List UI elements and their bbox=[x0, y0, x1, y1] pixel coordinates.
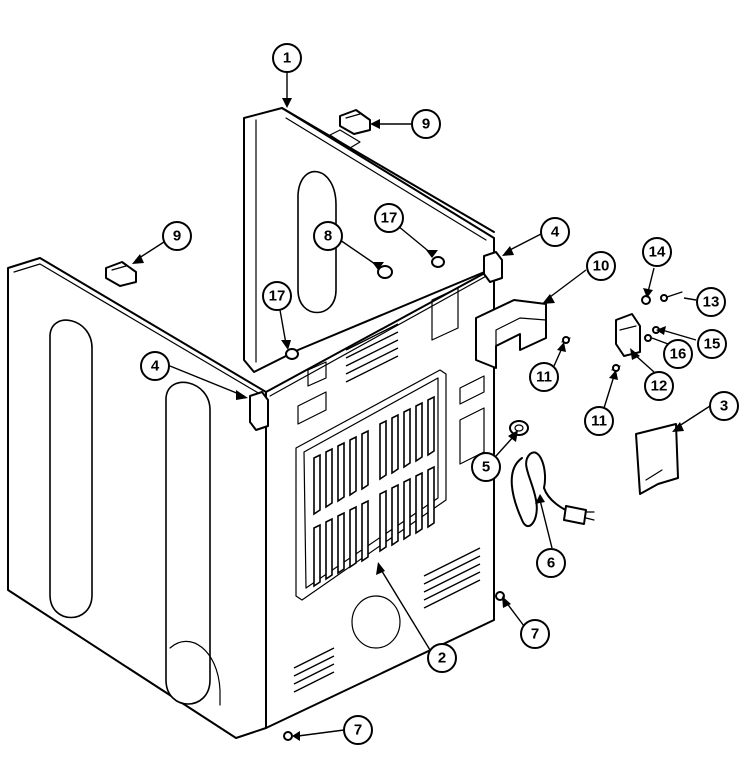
washer-16 bbox=[644, 334, 652, 342]
callout-4-right: 4 bbox=[540, 217, 570, 247]
callout-10: 10 bbox=[586, 251, 616, 281]
callout-13: 13 bbox=[696, 287, 726, 317]
callout-9-left: 9 bbox=[162, 221, 192, 251]
callout-label: 7 bbox=[531, 626, 539, 643]
lower-right-vent-group bbox=[423, 547, 481, 609]
hinge-bracket-top-9 bbox=[339, 109, 371, 135]
power-cord-6 bbox=[510, 451, 595, 528]
clip-17-lower bbox=[285, 348, 299, 360]
leader-lines bbox=[132, 72, 711, 741]
nut-14 bbox=[641, 295, 651, 305]
callout-2: 2 bbox=[427, 643, 457, 673]
corner-bracket-left-4 bbox=[249, 391, 269, 431]
terminal-block-12 bbox=[615, 313, 641, 357]
callout-label: 12 bbox=[651, 378, 668, 395]
screw-11-upper bbox=[561, 336, 571, 344]
strain-relief-5 bbox=[509, 420, 529, 436]
callout-1: 1 bbox=[272, 43, 302, 73]
callout-label: 8 bbox=[324, 228, 332, 245]
callout-7-bottom: 7 bbox=[343, 715, 373, 745]
screw-7-right bbox=[495, 591, 505, 601]
callout-14: 14 bbox=[642, 237, 672, 267]
callout-label: 10 bbox=[593, 258, 610, 275]
callout-9-top: 9 bbox=[411, 109, 441, 139]
callout-label: 5 bbox=[482, 459, 490, 476]
callout-7-right: 7 bbox=[520, 619, 550, 649]
callout-12: 12 bbox=[644, 371, 674, 401]
louver-grid bbox=[313, 395, 435, 588]
callout-label: 7 bbox=[354, 722, 362, 739]
callout-label: 4 bbox=[551, 224, 560, 241]
callout-label: 2 bbox=[438, 650, 446, 667]
callout-label: 1 bbox=[283, 50, 291, 67]
callout-label: 13 bbox=[703, 294, 720, 311]
callout-16: 16 bbox=[663, 339, 693, 369]
corner-bracket-right-4 bbox=[483, 251, 503, 283]
callout-label: 9 bbox=[173, 228, 181, 245]
terminal-block-bracket-10 bbox=[475, 299, 547, 369]
callout-6: 6 bbox=[536, 548, 566, 578]
cover-3 bbox=[635, 423, 679, 495]
cabinet-body bbox=[7, 107, 495, 739]
upper-vent-group bbox=[345, 323, 399, 383]
lower-left-vent-group bbox=[293, 647, 335, 693]
callout-label: 11 bbox=[536, 369, 552, 386]
hinge-bracket-left-9 bbox=[105, 261, 137, 287]
screw-7-bottom bbox=[283, 731, 293, 741]
clip-17-upper bbox=[431, 256, 445, 268]
screw-13 bbox=[660, 291, 683, 302]
callout-label: 4 bbox=[151, 358, 160, 375]
callout-5: 5 bbox=[471, 452, 501, 482]
callout-8: 8 bbox=[313, 221, 343, 251]
callout-11-lower: 11 bbox=[584, 406, 614, 436]
callout-label: 17 bbox=[269, 288, 286, 305]
callout-label: 17 bbox=[381, 210, 398, 227]
callout-11-upper: 11 bbox=[529, 362, 559, 392]
callout-4-left: 4 bbox=[140, 351, 170, 381]
callout-3: 3 bbox=[709, 391, 739, 421]
callout-label: 15 bbox=[704, 336, 721, 353]
callout-label: 9 bbox=[422, 116, 430, 133]
plug-8 bbox=[377, 265, 393, 279]
callout-label: 11 bbox=[591, 413, 607, 430]
callout-label: 16 bbox=[670, 346, 687, 363]
callout-label: 14 bbox=[649, 244, 666, 261]
callout-label: 3 bbox=[720, 398, 728, 415]
callout-label: 6 bbox=[547, 555, 555, 572]
callout-15: 15 bbox=[697, 329, 727, 359]
callout-17-upper: 17 bbox=[374, 203, 404, 233]
callout-17-lower: 17 bbox=[262, 281, 292, 311]
